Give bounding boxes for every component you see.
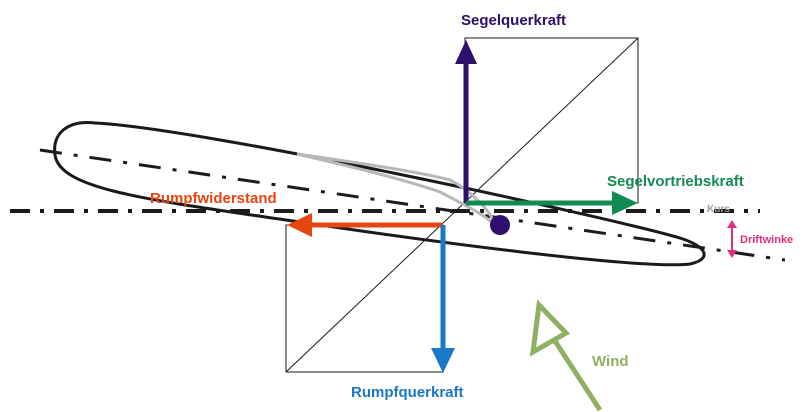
wind-arrowhead	[529, 299, 571, 357]
wind-label: Wind	[592, 353, 629, 370]
segelvortriebskraft-label: Segelvortriebskraft	[607, 173, 744, 190]
segelquerkraft-arrowhead	[455, 40, 477, 64]
rumpfquerkraft-arrowhead	[431, 348, 455, 373]
center-of-effort-dot	[490, 215, 510, 235]
rumpfwiderstand-label: Rumpfwiderstand	[150, 190, 277, 207]
rumpfwiderstand-arrowhead	[287, 213, 312, 237]
kurs-label: Kurs	[707, 204, 730, 215]
drift-angle-arrowhead-top	[727, 220, 737, 228]
segelquerkraft-label: Segelquerkraft	[461, 12, 566, 29]
drift-angle-arrowhead-bottom	[727, 250, 737, 258]
rumpfquerkraft-label: Rumpfquerkraft	[351, 384, 464, 401]
wind-arrow-shaft	[550, 336, 603, 412]
segelvortriebskraft-arrowhead	[612, 191, 638, 215]
hull-outline	[53, 121, 706, 267]
driftwinkel-label: Driftwinke	[740, 234, 793, 246]
